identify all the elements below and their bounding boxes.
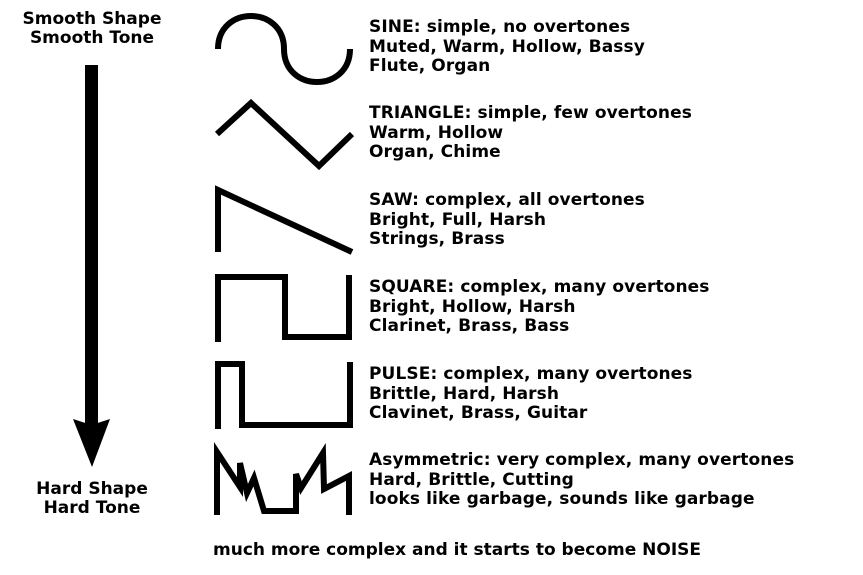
asymmetric-timbre: Hard, Brittle, Cutting (369, 469, 574, 490)
triangle-wave-icon (214, 98, 355, 171)
hard-shape-text: Hard Shape (36, 479, 148, 499)
square-timbre: Bright, Hollow, Harsh (369, 296, 576, 317)
sine-wave-icon (215, 13, 353, 85)
pulse-timbre: Brittle, Hard, Harsh (369, 383, 560, 404)
hard-tone-text: Hard Tone (43, 498, 141, 518)
square-instruments: Clarinet, Brass, Bass (369, 316, 570, 336)
down-arrow-icon (73, 65, 110, 467)
pulse-title: PULSE: complex, many overtones (369, 364, 693, 384)
saw-timbre: Bright, Full, Harsh (369, 209, 547, 230)
triangle-description: TRIANGLE: simple, few overtones Warm, Ho… (369, 103, 692, 163)
smooth-label: Smooth Shape Smooth Tone (2, 10, 182, 48)
sine-instruments: Flute, Organ (369, 56, 491, 76)
square-description: SQUARE: complex, many overtones Bright, … (369, 277, 710, 337)
pulse-wave-icon (215, 361, 353, 429)
square-wave-icon (215, 274, 352, 342)
hard-label: Hard Shape Hard Tone (2, 480, 182, 518)
square-title: SQUARE: complex, many overtones (369, 277, 710, 297)
asymmetric-instruments: looks like garbage, sounds like garbage (369, 489, 755, 509)
saw-wave-icon (215, 185, 354, 255)
triangle-instruments: Organ, Chime (369, 142, 501, 162)
pulse-description: PULSE: complex, many overtones Brittle, … (369, 364, 693, 424)
asymmetric-title: Asymmetric: very complex, many overtones (369, 450, 795, 470)
asymmetric-wave-icon (214, 441, 352, 515)
triangle-timbre: Warm, Hollow (369, 122, 504, 143)
smooth-shape-text: Smooth Shape (22, 9, 162, 29)
saw-title: SAW: complex, all overtones (369, 190, 645, 210)
noise-footer: much more complex and it starts to becom… (213, 540, 702, 560)
smooth-tone-text: Smooth Tone (29, 28, 155, 48)
asymmetric-description: Asymmetric: very complex, many overtones… (369, 450, 795, 510)
saw-instruments: Strings, Brass (369, 229, 505, 249)
sine-description: SINE: simple, no overtones Muted, Warm, … (369, 17, 645, 77)
triangle-title: TRIANGLE: simple, few overtones (369, 103, 692, 123)
sine-timbre: Muted, Warm, Hollow, Bassy (369, 36, 645, 57)
sine-title: SINE: simple, no overtones (369, 17, 631, 37)
pulse-instruments: Clavinet, Brass, Guitar (369, 403, 588, 423)
saw-description: SAW: complex, all overtones Bright, Full… (369, 190, 645, 250)
